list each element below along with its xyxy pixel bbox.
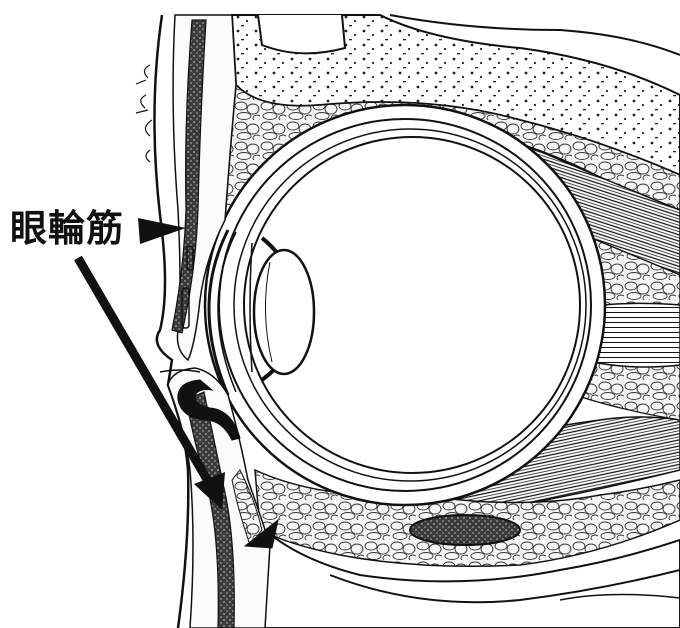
lens xyxy=(254,250,314,374)
inferior-oblique-muscle xyxy=(410,515,520,545)
frontal-sinus xyxy=(258,15,345,53)
skin-hair-marks xyxy=(136,65,152,162)
